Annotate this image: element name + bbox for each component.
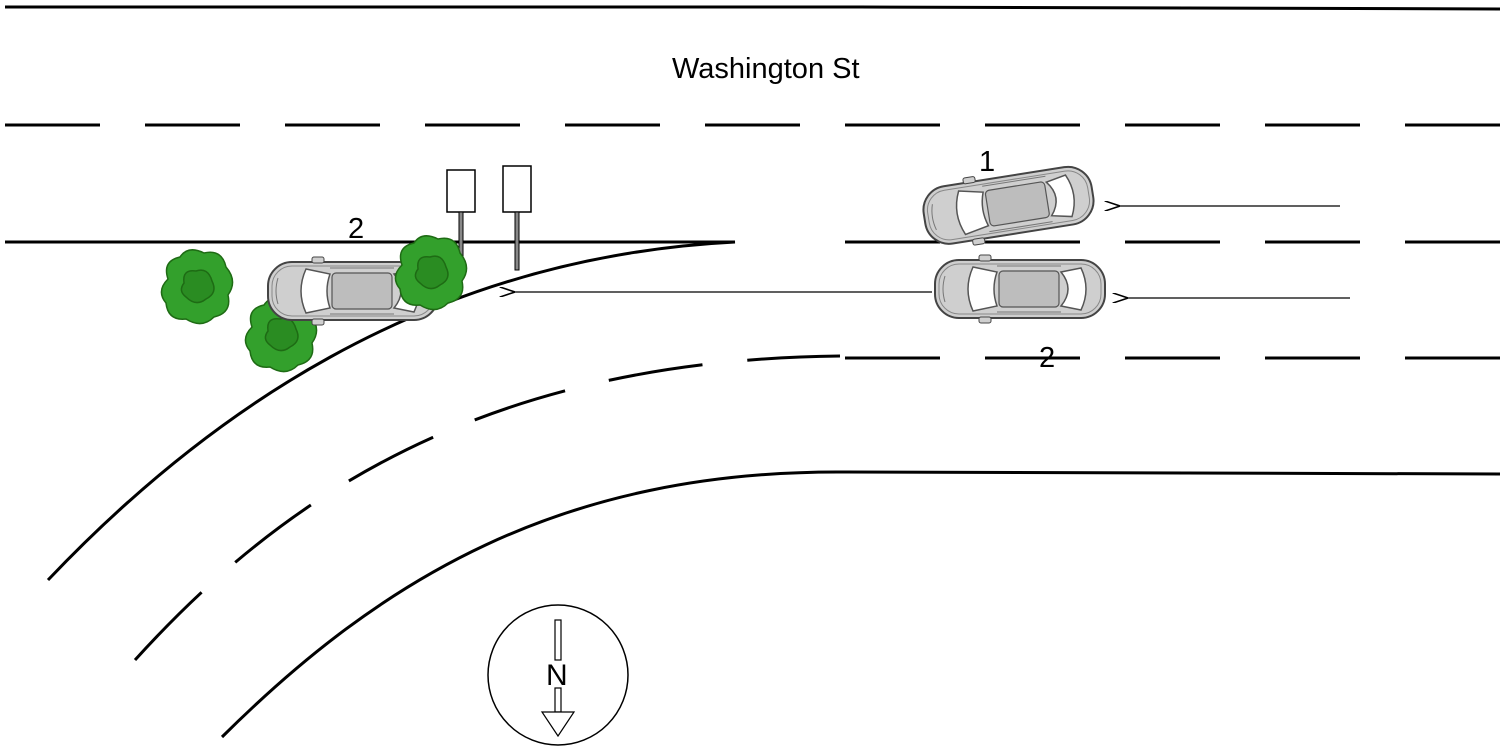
tree-icon <box>394 235 468 311</box>
vehicle-2-label: 2 <box>1039 342 1055 374</box>
signpost-2 <box>502 165 532 271</box>
south-curb-curve <box>220 470 1500 739</box>
street-name: Washington St <box>672 53 860 85</box>
travel-arrows <box>515 206 1350 298</box>
lane-line-curve <box>133 354 841 662</box>
lane-markings <box>5 123 1500 662</box>
signpost-1 <box>446 169 476 271</box>
vehicle-2-final-label: 2 <box>348 213 364 245</box>
vehicle-1-label: 1 <box>979 146 995 178</box>
north-letter: N <box>546 659 568 692</box>
tree-icon <box>160 249 234 325</box>
inner-curb-curve <box>5 240 736 582</box>
vehicle-2 <box>934 254 1106 324</box>
north-compass: N <box>487 604 629 746</box>
north-curb <box>5 5 1500 11</box>
signposts <box>446 165 532 271</box>
vehicle-1 <box>918 157 1099 254</box>
north-arrow-icon <box>540 619 576 738</box>
road-edges <box>5 5 1500 739</box>
